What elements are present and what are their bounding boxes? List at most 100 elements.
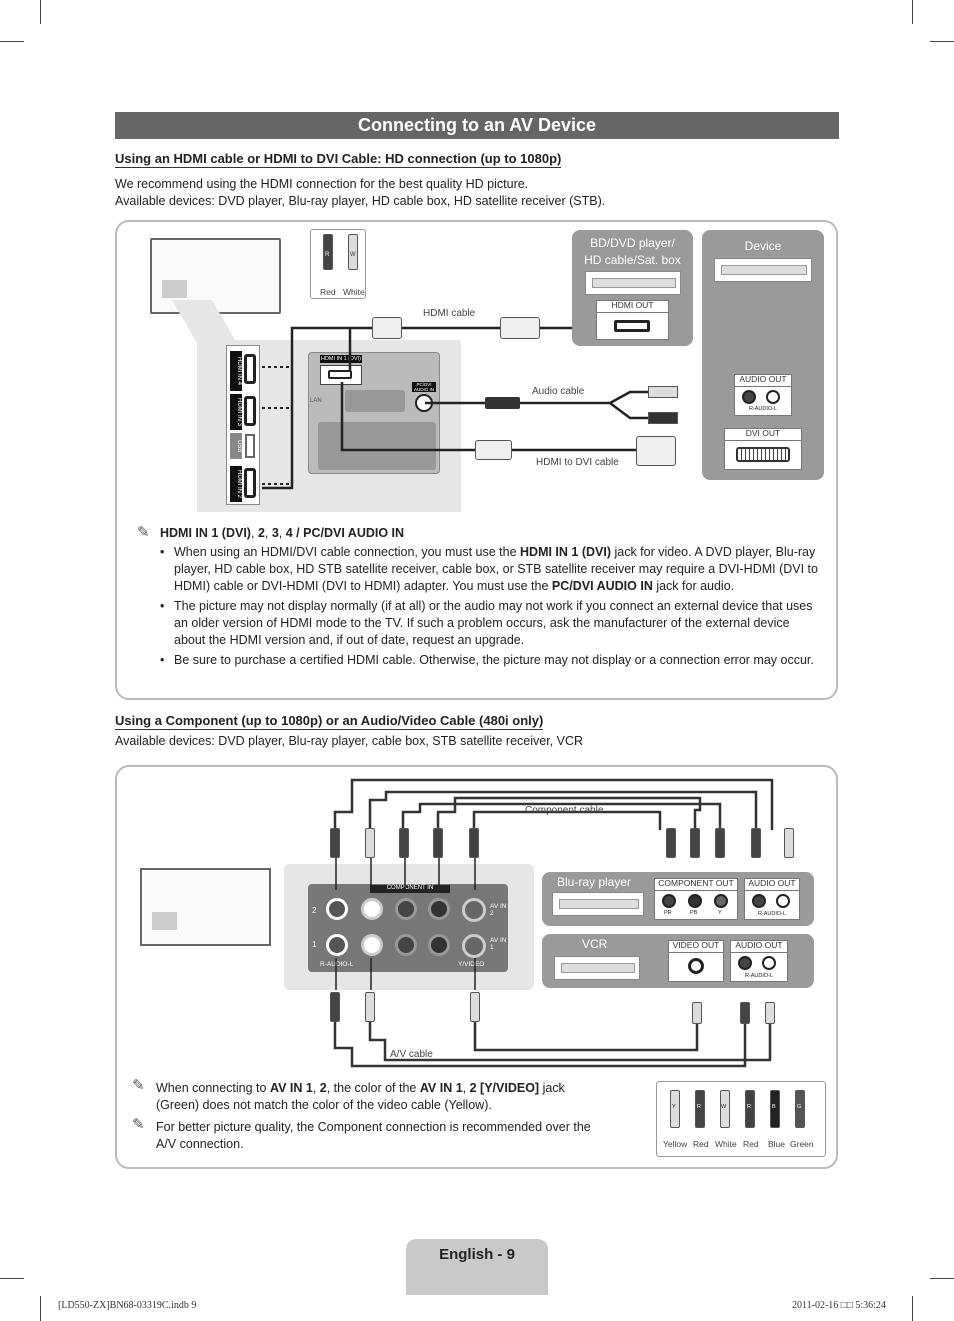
dvi-plug [636, 436, 676, 466]
legend-letter: G [797, 1104, 802, 1110]
crop-mark [0, 41, 24, 42]
cable-plug [469, 828, 479, 858]
legend-letter: R [747, 1104, 751, 1110]
audio-out-label: AUDIO OUT [744, 878, 800, 891]
y-video-label: Y/VIDEO [458, 961, 485, 968]
note-pencil-icon: ✎ [132, 1077, 145, 1094]
component-jack [462, 934, 486, 958]
cable-plug [330, 992, 340, 1022]
plug-red-label: Red [320, 287, 336, 297]
audio-jack [326, 934, 348, 956]
hdmi-port-icon [328, 370, 352, 379]
hdmi-port-icon [244, 396, 256, 426]
audio-cable-label: Audio cable [532, 386, 585, 397]
cable-plug [784, 828, 794, 858]
pb-label: PB [690, 910, 698, 916]
component-cable-label: Component cable [525, 805, 604, 816]
hdmi-plug [500, 317, 540, 339]
audio-out-label: AUDIO OUT [730, 940, 788, 953]
r-audio-l-label: R-AUDIO-L [757, 911, 787, 917]
audio-jack [762, 956, 776, 970]
bluray-label: Blu-ray player [557, 875, 632, 889]
cable-plug [365, 828, 375, 858]
crop-mark [0, 1278, 24, 1279]
cable-plug [740, 1002, 750, 1024]
plug-white-label: White [343, 287, 365, 297]
section2-heading: Using a Component (up to 1080p) or an Au… [115, 713, 544, 730]
usb-port-icon [245, 434, 255, 458]
legend-green: Green [790, 1139, 814, 1149]
note-2: For better picture quality, the Componen… [156, 1120, 591, 1151]
cable-plug [692, 1002, 702, 1024]
hdmi-in-4-label: HDMI IN 4 [230, 351, 242, 391]
bd-player-image [585, 271, 681, 295]
device-label: Device [744, 239, 782, 253]
plug-letter: R [325, 252, 330, 258]
plug-letter: W [350, 252, 356, 258]
component-jack [688, 894, 702, 908]
color-legend [656, 1081, 826, 1157]
audio-plug [648, 412, 678, 424]
pc-dvi-audio-in-label: PC/DVI AUDIO IN [412, 382, 436, 392]
section1-intro-1: We recommend using the HDMI connection f… [115, 177, 529, 191]
legend-plug [670, 1090, 680, 1128]
cable-plug [765, 1002, 775, 1024]
hdmi-out-label: HDMI OUT [596, 300, 669, 313]
section1-intro-2: Available devices: DVD player, Blu-ray p… [115, 194, 606, 208]
device-image [714, 258, 812, 282]
component-in-label: COMPONENT IN [370, 885, 450, 893]
component-out-label: COMPONENT OUT [654, 878, 738, 891]
hdmi-plug [475, 440, 512, 460]
dvi-port-icon [736, 447, 790, 462]
cable-plug [470, 992, 480, 1022]
vcr-label: VCR [582, 937, 608, 951]
component-jack [462, 898, 486, 922]
lan-label: LAN [310, 398, 322, 404]
slug-left: [LD550-ZX]BN68-03319C.indb 9 [58, 1300, 197, 1311]
crop-mark [40, 0, 41, 24]
legend-white: White [715, 1139, 737, 1149]
dvi-out-label: DVI OUT [724, 428, 802, 441]
audio-plug [485, 397, 520, 409]
component-jack [428, 934, 450, 956]
cable-plug [751, 828, 761, 858]
note-pencil-icon: ✎ [137, 524, 150, 541]
legend-yellow: Yellow [663, 1139, 688, 1149]
page-number-tab: English - 9 [406, 1239, 548, 1295]
component-jack [395, 898, 417, 920]
hdmi-in-2-label: HDMI IN 2 [230, 466, 242, 502]
tv-rear-outline [140, 868, 271, 946]
av-cable-label: A/V cable [390, 1049, 433, 1060]
y-label: Y [718, 910, 722, 916]
plug-legend [310, 229, 366, 299]
row-2-label: 2 [312, 906, 317, 915]
note-heading: HDMI IN 1 (DVI), 2, 3, 4 / PC/DVI AUDIO … [160, 526, 405, 540]
legend-letter: R [697, 1104, 701, 1110]
hdmi-dvi-cable-label: HDMI to DVI cable [536, 457, 619, 468]
video-out-label: VIDEO OUT [668, 940, 724, 953]
audio-jack [361, 898, 383, 920]
cable-plug [433, 828, 443, 858]
hdmi-cable-label: HDMI cable [423, 308, 476, 319]
vcr-image [554, 956, 640, 980]
crop-mark [930, 1278, 954, 1279]
legend-red: Red [693, 1139, 709, 1149]
audio-jack [326, 898, 348, 920]
section1-heading: Using an HDMI cable or HDMI to DVI Cable… [115, 151, 562, 168]
component-jack [395, 934, 417, 956]
crop-mark [912, 1296, 913, 1321]
audio-plug [648, 386, 678, 398]
cable-plug [715, 828, 725, 858]
cable-plug [399, 828, 409, 858]
av-in-1-label: AV IN 1 [490, 937, 507, 951]
legend-plug [795, 1090, 805, 1128]
cable-plug [330, 828, 340, 858]
audio-jack [742, 390, 756, 404]
av-in-2-label: AV IN 2 [490, 903, 507, 917]
r-audio-l-label: R-AUDIO-L [744, 973, 774, 979]
note-1: When connecting to AV IN 1, 2, the color… [156, 1081, 565, 1112]
hdmi-in-3-label: HDMI IN 3 [230, 394, 242, 430]
hdmi-diagram-box [115, 220, 838, 700]
page-title: Connecting to an AV Device [115, 112, 839, 139]
